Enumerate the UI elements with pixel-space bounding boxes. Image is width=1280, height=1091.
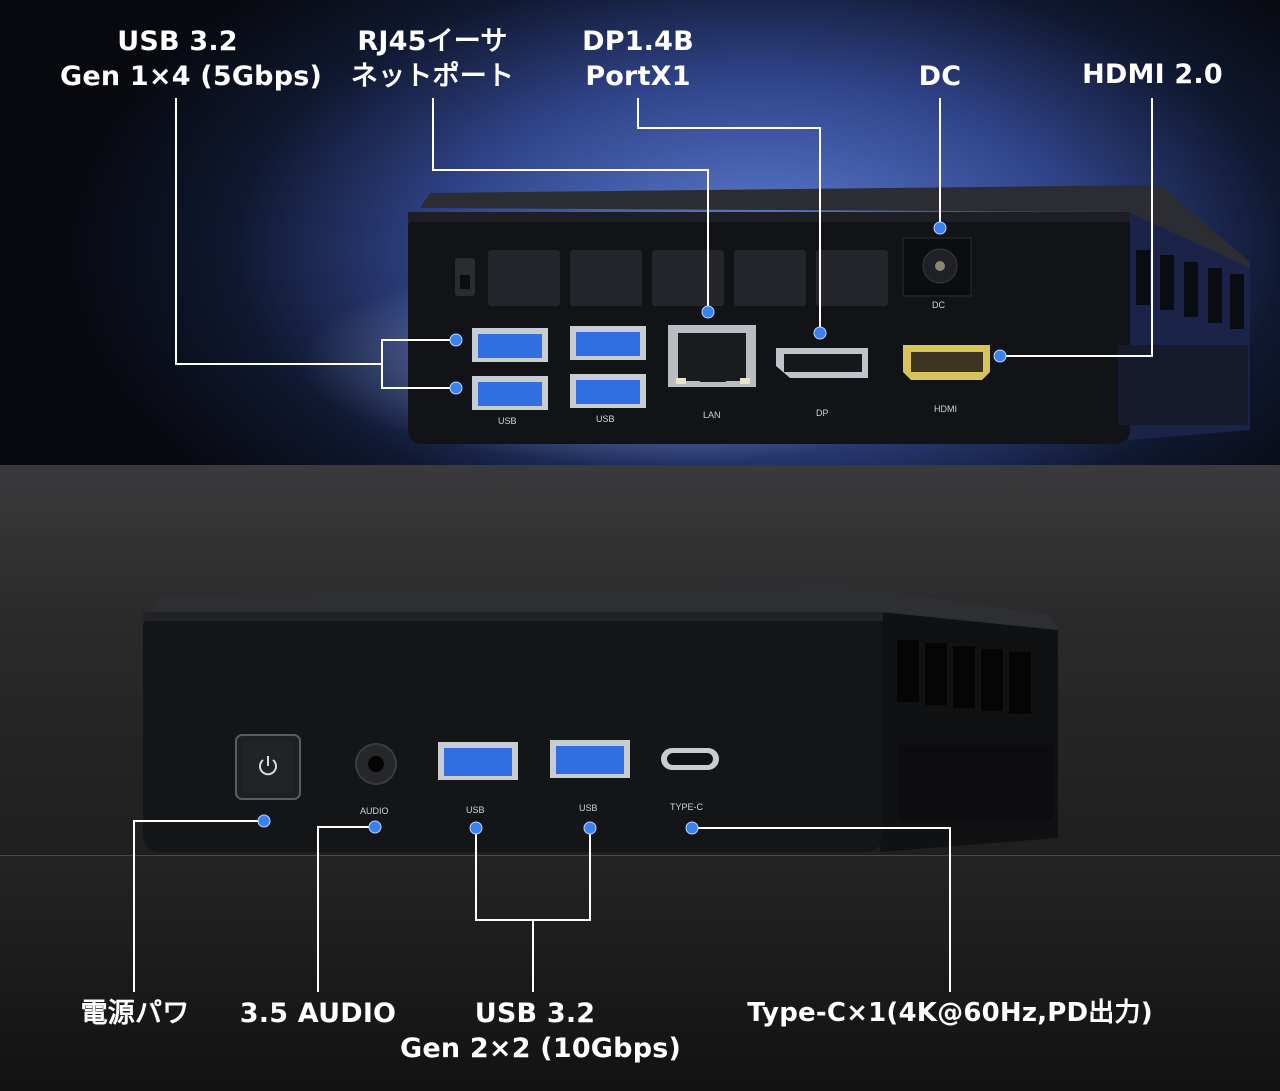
label-dp-line1: DP1.4B [582,26,694,57]
label-usb-bottom: USB 3.2 Gen 2×2 (10Gbps) [400,996,682,1066]
usb-print-2: USB [596,414,615,424]
label-power: 電源パワ [60,996,210,1031]
dp-print: DP [816,408,829,418]
mini-pc-rear [408,185,1250,444]
typec-print: TYPE-C [670,802,704,812]
label-usb-top-line1: USB 3.2 [117,26,238,57]
front-usb-print-2: USB [579,803,598,813]
label-dc-text: DC [918,61,962,92]
label-dp: DP1.4B PortX1 [568,24,708,94]
label-usb-top-line2: Gen 1×4 (5Gbps) [60,61,323,92]
lan-print: LAN [703,410,721,420]
label-power-text: 電源パワ [80,998,190,1029]
power-icon[interactable] [256,753,280,779]
label-usb-bottom-line2: Gen 2×2 (10Gbps) [400,1033,682,1064]
dc-print: DC [932,300,945,310]
label-rj45-line2: ネットポート [350,61,515,92]
label-rj45-line1: RJ45イーサ [357,26,508,57]
label-hdmi-text: HDMI 2.0 [1082,59,1223,90]
label-typec: Type-C×1(4K@60Hz,PD出力) [740,996,1160,1031]
background-bottom [0,855,1280,1091]
label-audio-text: 3.5 AUDIO [239,998,397,1029]
front-usb-print-1: USB [466,805,485,815]
hdmi-print: HDMI [934,404,957,414]
label-typec-text: Type-C×1(4K@60Hz,PD出力) [747,998,1153,1028]
label-usb-bottom-line1: USB 3.2 [474,998,596,1029]
audio-print: AUDIO [360,806,389,816]
label-usb-top: USB 3.2 Gen 1×4 (5Gbps) [60,24,323,94]
label-rj45: RJ45イーサ ネットポート [335,24,530,94]
usb-print-1: USB [498,416,517,426]
label-dc: DC [890,59,990,94]
label-dp-line2: PortX1 [585,61,691,92]
label-hdmi: HDMI 2.0 [1070,57,1235,92]
label-audio: 3.5 AUDIO [238,996,398,1031]
